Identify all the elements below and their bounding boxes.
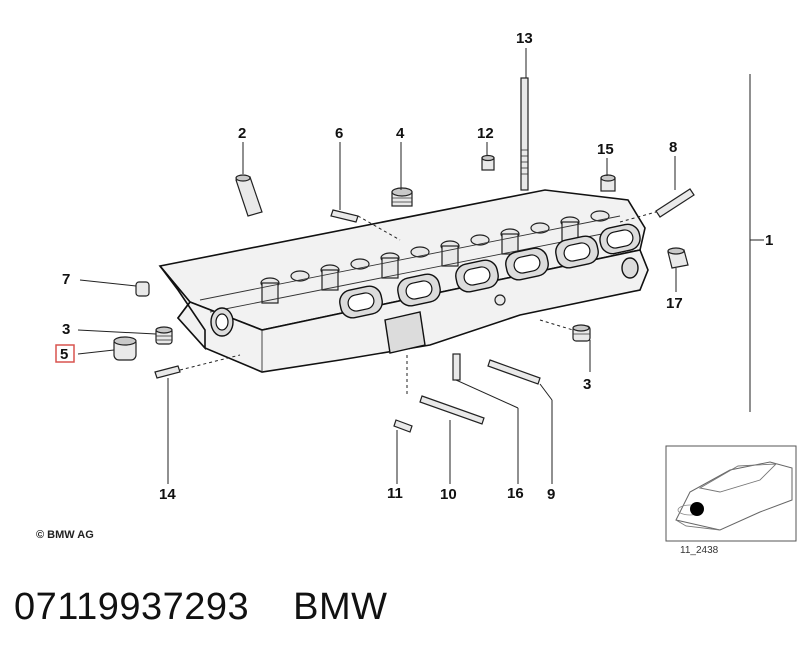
part-number: 07119937293	[14, 586, 250, 628]
callout-10: 10	[440, 486, 457, 503]
callout-13: 13	[516, 30, 533, 47]
part-4-plug	[391, 187, 413, 207]
callout-7: 7	[62, 271, 70, 288]
highlight-box-5	[55, 344, 75, 363]
callout-14: 14	[159, 486, 176, 503]
part-3-plug-right	[572, 324, 591, 342]
part-16-stud	[452, 353, 461, 381]
callout-9: 9	[547, 486, 555, 503]
part-15-sleeve	[600, 174, 616, 192]
callout-3-left: 3	[62, 321, 70, 338]
callout-6: 6	[335, 125, 343, 142]
part-8-stud	[655, 188, 695, 218]
part-3-plug-left	[155, 326, 173, 345]
leader-lines	[77, 48, 764, 484]
part-9-stud	[487, 359, 541, 385]
part-6-stud	[330, 209, 359, 223]
exploded-parts-diagram: 1 2 3 3 4 5 6 7 8 9 10 11 12 13 14 15 16…	[36, 30, 797, 556]
cylinder-head	[158, 189, 649, 373]
part-7-dowel	[135, 281, 150, 297]
callout-labels: 1 2 3 3 4 5 6 7 8 9 10 11 12 13 14 15 16…	[55, 30, 773, 503]
part-17-sleeve	[667, 247, 689, 269]
cam-journals	[260, 210, 610, 304]
callout-11: 11	[387, 485, 403, 502]
part-10-stud	[419, 395, 485, 425]
exhaust-ports	[339, 223, 641, 319]
callout-1: 1	[765, 232, 773, 249]
callout-5[interactable]: 5	[60, 346, 68, 363]
reference-code: 11_2438	[680, 545, 719, 556]
footer: 07119937293 BMW	[14, 586, 388, 629]
callout-3-right: 3	[583, 376, 591, 393]
part-13-stud	[520, 77, 529, 191]
part-2-sleeve	[235, 174, 263, 217]
car-locator-icon: 11_2438	[665, 445, 797, 556]
part-14-stud	[154, 365, 181, 379]
part-5-seal	[113, 336, 137, 361]
part-12-sleeve	[481, 154, 495, 171]
brand-name: BMW	[293, 586, 388, 628]
callout-15: 15	[597, 141, 614, 158]
callout-12: 12	[477, 125, 494, 142]
callout-2: 2	[238, 125, 246, 142]
callout-8: 8	[669, 139, 677, 156]
copyright-text: © BMW AG	[36, 529, 94, 541]
callout-16: 16	[507, 485, 524, 502]
location-marker	[690, 502, 704, 516]
callout-17: 17	[666, 295, 683, 312]
part-11-pin	[393, 419, 413, 433]
callout-4: 4	[396, 125, 405, 142]
